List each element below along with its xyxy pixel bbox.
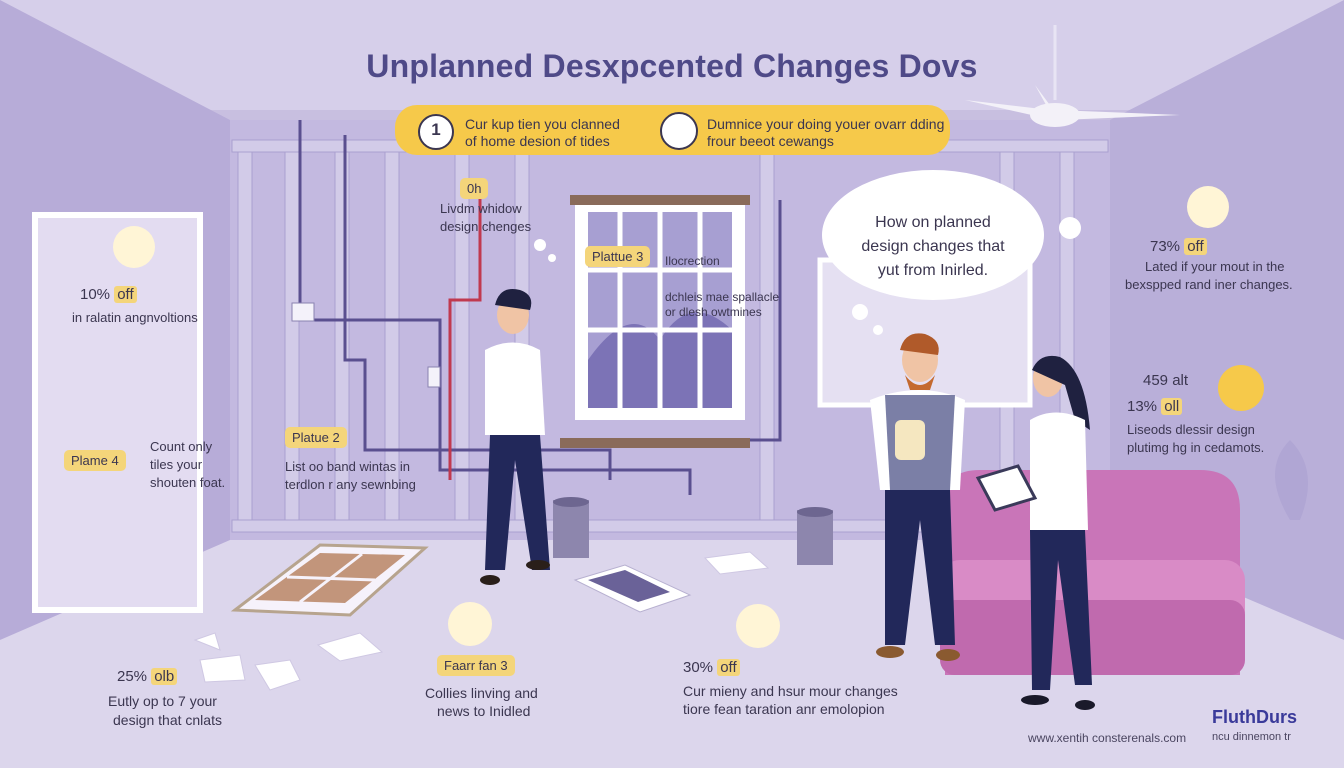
bottom-left-off: olb: [151, 668, 178, 685]
paint-icon: [1218, 365, 1264, 411]
bottom-left-pct: 25% olb: [117, 668, 178, 685]
left-low-tag: Plame 4: [64, 450, 126, 471]
right-top-off: off: [1184, 238, 1207, 255]
window-tag: Plattue 3: [585, 246, 651, 267]
step-number: 1: [431, 120, 441, 139]
bottom-left-line2: design that cnlats: [113, 712, 222, 728]
bottom-right-pct: 30% off: [683, 659, 740, 676]
bottom-right-line2: tiore fean taration anr emolopion: [683, 701, 885, 717]
left-mid-desc: in ralatin angnvoltions: [72, 310, 198, 325]
right-mid-off: oll: [1161, 398, 1183, 415]
step-number-badge: [418, 114, 454, 150]
footer-brand-logo: FluthDurs: [1212, 707, 1297, 727]
bottom-right-line1: Cur mieny and hsur mour changes: [683, 683, 898, 699]
right-top-line2: bexspped rand iner changes.: [1125, 277, 1293, 292]
left-mid-pct: 10% off: [80, 286, 137, 303]
banner-right-line2: frour beeot cewangs: [707, 133, 834, 149]
right-mid-extra: 459 alt: [1143, 372, 1189, 389]
left-low-line3: shouten foat.: [150, 475, 226, 490]
banner-left-line1: Cur kup tien you clanned: [465, 116, 620, 132]
right-mid-line1: Liseods dlessir design: [1127, 422, 1255, 437]
footer-tagline: ncu dinnemon tr: [1212, 731, 1291, 743]
right-top-line1: Lated if your mout in the: [1145, 259, 1285, 274]
lightbulb-icon: [736, 604, 780, 648]
bottom-left-line1: Eutly op to 7 your: [108, 693, 217, 709]
callout-top-center-tag: 0h: [460, 178, 489, 199]
center-mid-tag: Platue 2: [285, 427, 347, 448]
center-mid-line1: List oo band wintas in: [285, 459, 411, 474]
bottom-center-line1: Collies linving and: [425, 685, 538, 701]
window-desc-line1: dchleis mae spallacle: [665, 290, 780, 304]
left-low-line1: Count only: [150, 439, 213, 454]
thought-line3: yut from Inirled.: [877, 262, 989, 279]
window-label: Ilocrection: [665, 254, 720, 268]
window-desc-line2: or dlesh owtmines: [665, 305, 762, 319]
right-mid-line2: plutimg hg in cedamots.: [1127, 440, 1265, 455]
swing-icon: [1187, 186, 1229, 228]
page-title: Unplanned Desxpcented Changes Dovs: [366, 48, 978, 84]
clipboard-icon: [660, 112, 698, 150]
callout-top-center-line1: Livdm whidow: [440, 201, 522, 216]
callout-top-center-line2: design chenges: [440, 219, 532, 234]
right-mid-pct: 13% oll: [1127, 398, 1183, 415]
thought-line1: How on planned: [875, 214, 991, 231]
thought-bubble: [822, 170, 1044, 300]
center-mid-line2: terdlon r any sewnbing: [285, 477, 416, 492]
left-low-line2: tiles your: [150, 457, 203, 472]
right-top-pct: 73% off: [1150, 238, 1207, 255]
tile-icon: [448, 602, 492, 646]
thought-line2: design changes that: [861, 238, 1005, 255]
bottom-center-line2: news to Inidled: [437, 703, 531, 719]
bottom-right-off: off: [717, 659, 740, 676]
footer-url: www.xentih consterenals.com: [1028, 731, 1187, 745]
banner-right-line1: Dumnice your doing youer ovarr dding: [707, 116, 945, 132]
bottom-center-tag: Faarr fan 3: [437, 655, 515, 676]
banner-left-line2: of home desion of tides: [465, 133, 610, 149]
tools-icon: [113, 226, 155, 268]
left-mid-off: off: [114, 286, 137, 303]
